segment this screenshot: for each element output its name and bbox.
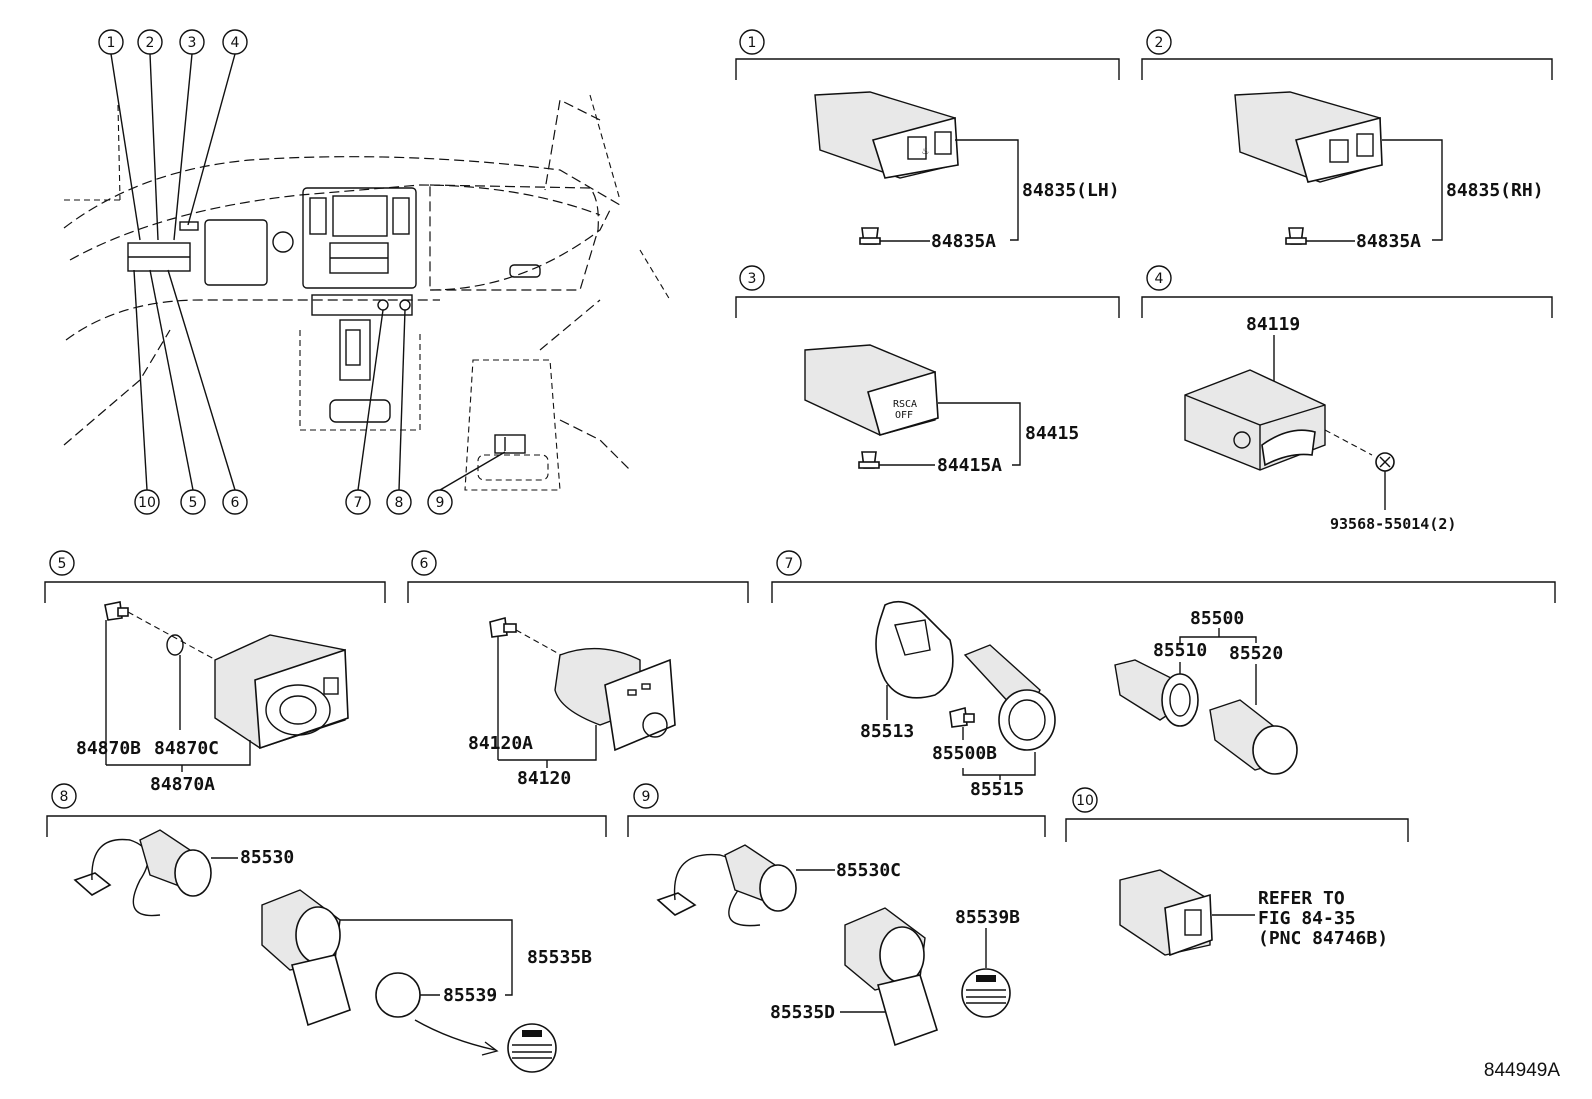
svg-text:OFF: OFF [895, 410, 913, 421]
screw-93568 [1375, 452, 1395, 472]
switch-ref-84746b [1119, 869, 1213, 957]
figure-id: 844949A [1484, 1060, 1560, 1081]
knob-switch-84120 [554, 647, 676, 752]
overview-callout-10: 10 [134, 489, 160, 515]
svg-text:7: 7 [785, 556, 794, 572]
svg-text:7: 7 [354, 495, 363, 511]
svg-text:♨: ♨ [922, 144, 929, 157]
svg-text:8: 8 [60, 789, 69, 805]
socket-85515 [963, 644, 1056, 751]
svg-text:5: 5 [189, 495, 198, 511]
seat-heater-switch-rh [1234, 91, 1383, 183]
svg-text:1: 1 [748, 35, 757, 51]
svg-text:2: 2 [1155, 35, 1164, 51]
svg-text:FIG 84-35: FIG 84-35 [1258, 908, 1356, 929]
svg-text:6: 6 [231, 495, 240, 511]
svg-text:85535B: 85535B [527, 947, 592, 968]
section-4: 4 84119 93568-55014(2) [1141, 265, 1553, 533]
svg-text:4: 4 [231, 35, 240, 51]
socket-holder-85513 [875, 600, 954, 699]
svg-text:3: 3 [188, 35, 197, 51]
lighter-85520 [1209, 699, 1298, 775]
svg-text:6: 6 [420, 556, 429, 572]
warning-label-85539b-icon [961, 968, 1011, 1018]
svg-text:85515: 85515 [970, 779, 1024, 800]
svg-text:84835(LH): 84835(LH) [1022, 180, 1120, 201]
svg-text:1: 1 [107, 35, 116, 51]
svg-text:85500: 85500 [1190, 608, 1244, 629]
bulb-85500b [949, 706, 975, 728]
svg-text:93568-55014(2): 93568-55014(2) [1330, 515, 1456, 533]
overview-callout-5: 5 [180, 489, 206, 515]
bulb-84870b [104, 601, 129, 621]
svg-text:84120A: 84120A [468, 733, 533, 754]
svg-text:84120: 84120 [517, 768, 571, 789]
overview-callout-1: 1 [98, 29, 124, 55]
overview-callout-3: 3 [179, 29, 205, 55]
svg-text:85520: 85520 [1229, 643, 1283, 664]
svg-text:84119: 84119 [1246, 314, 1300, 335]
bulb-84835a-lh [859, 227, 881, 245]
overview-callout-8: 8 [386, 489, 412, 515]
svg-text:85510: 85510 [1153, 640, 1207, 661]
svg-text:3: 3 [748, 271, 757, 287]
overview-callout-7: 7 [345, 489, 371, 515]
svg-text:84415: 84415 [1025, 423, 1079, 444]
svg-text:5: 5 [58, 556, 67, 572]
overview-callout-9: 9 [427, 489, 453, 515]
svg-text:84870A: 84870A [150, 774, 215, 795]
svg-text:84415A: 84415A [937, 455, 1002, 476]
seat-heater-switch-lh: ♨ [814, 91, 959, 179]
section-2: 2 84835(RH) 84835A [1141, 29, 1553, 252]
svg-text:85539B: 85539B [955, 907, 1020, 928]
svg-text:9: 9 [436, 495, 445, 511]
svg-text:4: 4 [1155, 271, 1164, 287]
overview-callout-6: 6 [222, 489, 248, 515]
bulb-84120a [489, 616, 517, 638]
svg-text:10: 10 [138, 495, 156, 511]
socket-85535b [261, 889, 351, 1027]
svg-text:85500B: 85500B [932, 743, 997, 764]
socket-85510 [1114, 659, 1199, 727]
svg-text:9: 9 [642, 789, 651, 805]
svg-text:85530: 85530 [240, 847, 294, 868]
svg-text:84835A: 84835A [931, 231, 996, 252]
svg-text:85539: 85539 [443, 985, 497, 1006]
section-3: 3 RSCA OFF 84415 84415A [735, 265, 1120, 476]
bulb-84415a [858, 451, 880, 469]
svg-text:(PNC 84746B): (PNC 84746B) [1258, 928, 1388, 949]
svg-text:84870C: 84870C [154, 738, 219, 759]
svg-text:84835A: 84835A [1356, 231, 1421, 252]
dashboard-overview: 1 2 3 4 [63, 29, 671, 515]
section-6: 6 84120A 84120 [407, 550, 749, 789]
svg-text:2: 2 [146, 35, 155, 51]
svg-text:10: 10 [1076, 793, 1094, 809]
dimmer-switch [1184, 369, 1326, 471]
overview-callout-4: 4 [222, 29, 248, 55]
svg-text:RSCA: RSCA [893, 399, 917, 410]
bulb-84835a-rh [1285, 227, 1307, 245]
svg-text:84870B: 84870B [76, 738, 141, 759]
warning-label-icon [507, 1023, 557, 1073]
cap-85539 [375, 972, 421, 1018]
svg-text:84835(RH): 84835(RH) [1446, 180, 1544, 201]
section-9: 9 85530C 85535D 85539B [627, 783, 1046, 1047]
mirror-control-switch [214, 634, 349, 750]
section-10: 10 REFER TO FIG 84-35 (PNC 84746B) [1065, 787, 1409, 957]
section-1: 1 ♨ 84835(LH) 84835A [735, 29, 1120, 252]
svg-text:85513: 85513 [860, 721, 914, 742]
svg-text:REFER TO: REFER TO [1258, 888, 1345, 909]
svg-text:8: 8 [395, 495, 404, 511]
power-socket-85530 [73, 829, 212, 917]
section-8: 8 85530 85535B 85539 [46, 783, 607, 1073]
power-socket-85530c [656, 844, 797, 927]
section-7: 7 85513 85500B 85515 85500 85510 85520 [771, 550, 1556, 800]
svg-text:85530C: 85530C [836, 860, 901, 881]
svg-text:85535D: 85535D [770, 1002, 835, 1023]
socket-85535d [844, 907, 938, 1047]
overview-callout-2: 2 [137, 29, 163, 55]
section-5: 5 84870B 84870C 84870A [44, 550, 386, 795]
rsca-off-switch: RSCA OFF [804, 344, 939, 436]
